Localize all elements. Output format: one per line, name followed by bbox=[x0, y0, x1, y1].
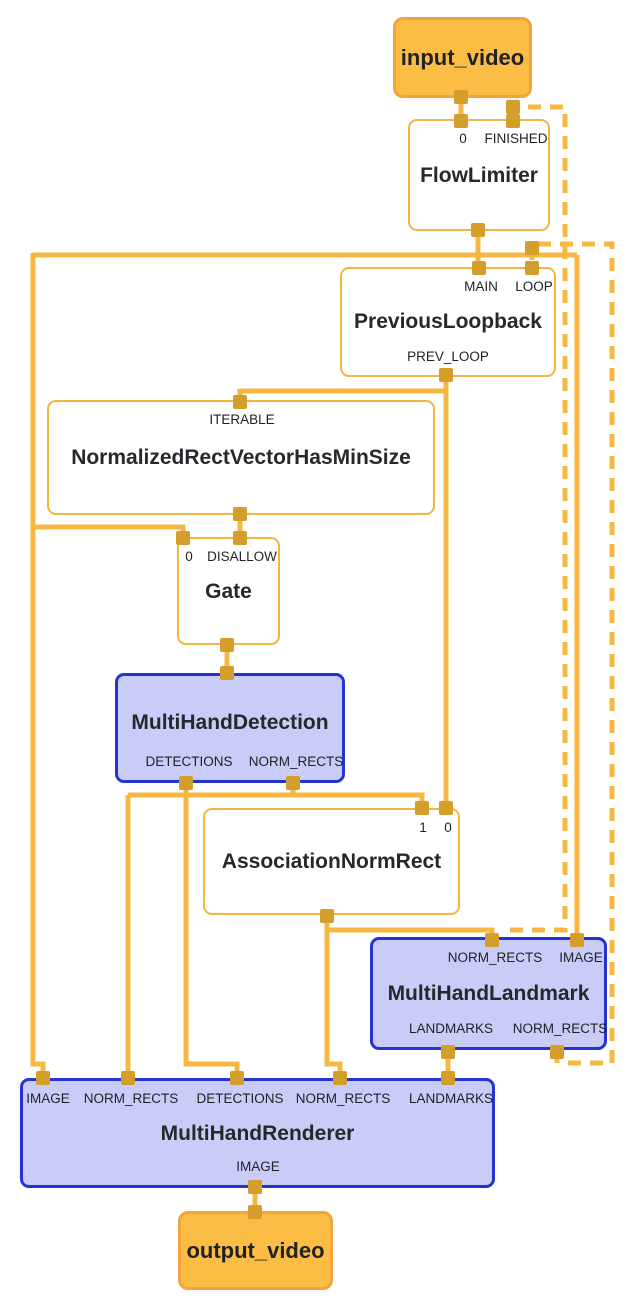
port-landmark-image-in: IMAGE bbox=[559, 950, 603, 965]
port-renderer-norm-rects-in: NORM_RECTS bbox=[83, 1091, 179, 1106]
port-loopback-prev-loop: PREV_LOOP bbox=[407, 349, 489, 364]
output-video-label: output_video bbox=[186, 1237, 325, 1263]
node-output-video[interactable]: output_video bbox=[178, 1211, 333, 1290]
node-input-video[interactable]: input_video bbox=[393, 17, 532, 98]
node-multi-hand-detection[interactable]: MultiHandDetection DETECTIONS NORM_RECTS bbox=[115, 673, 345, 783]
association-norm-rect-title: AssociationNormRect bbox=[221, 850, 442, 873]
port-gate-0: 0 bbox=[185, 549, 193, 564]
port-flow-limiter-finished: FINISHED bbox=[484, 131, 548, 146]
edge-assoc-to-renderer-norm-rects bbox=[324, 915, 343, 1078]
node-gate[interactable]: 0 DISALLOW Gate bbox=[177, 537, 280, 645]
port-renderer-image-in: IMAGE bbox=[26, 1091, 70, 1106]
multi-hand-detection-title: MultiHandDetection bbox=[131, 711, 329, 734]
port-min-size-iterable: ITERABLE bbox=[209, 412, 275, 427]
port-flow-limiter-0: 0 bbox=[459, 131, 467, 146]
node-association-norm-rect[interactable]: 1 0 AssociationNormRect bbox=[203, 808, 460, 915]
port-renderer-landmarks-in: LANDMARKS bbox=[408, 1091, 494, 1106]
input-video-label: input_video bbox=[400, 44, 525, 70]
min-size-title: NormalizedRectVectorHasMinSize bbox=[71, 446, 411, 469]
edge-throttled-to-gate-0 bbox=[33, 524, 186, 538]
port-connector bbox=[525, 241, 539, 255]
edge-throttled-to-renderer-image bbox=[30, 253, 46, 1078]
port-landmark-norm-rects-in: NORM_RECTS bbox=[447, 950, 543, 965]
port-loopback-loop: LOOP bbox=[515, 279, 553, 294]
gate-title: Gate bbox=[205, 580, 252, 603]
node-multi-hand-renderer[interactable]: IMAGE NORM_RECTS DETECTIONS NORM_RECTS L… bbox=[20, 1078, 495, 1188]
previous-loopback-title: PreviousLoopback bbox=[354, 310, 542, 333]
port-renderer-norm-rects2-in: NORM_RECTS bbox=[295, 1091, 391, 1106]
port-renderer-image-out: IMAGE bbox=[236, 1159, 280, 1174]
port-connector bbox=[506, 100, 520, 114]
flow-limiter-title: FlowLimiter bbox=[420, 164, 538, 187]
port-detection-detections: DETECTIONS bbox=[145, 754, 233, 769]
port-landmark-landmarks-out: LANDMARKS bbox=[408, 1021, 494, 1036]
node-multi-hand-landmark[interactable]: NORM_RECTS IMAGE MultiHandLandmark LANDM… bbox=[370, 937, 607, 1050]
node-flow-limiter[interactable]: 0 FINISHED FlowLimiter bbox=[408, 119, 550, 231]
node-previous-loopback[interactable]: MAIN LOOP PreviousLoopback PREV_LOOP bbox=[340, 267, 556, 377]
port-assoc-0: 0 bbox=[444, 820, 452, 835]
multi-hand-renderer-title: MultiHandRenderer bbox=[160, 1122, 355, 1145]
port-loopback-main: MAIN bbox=[464, 279, 498, 294]
port-renderer-detections-in: DETECTIONS bbox=[196, 1091, 284, 1106]
multi-hand-landmark-title: MultiHandLandmark bbox=[387, 982, 590, 1005]
port-landmark-norm-rects-out: NORM_RECTS bbox=[512, 1021, 608, 1036]
port-gate-disallow: DISALLOW bbox=[207, 549, 277, 564]
edge-norm-rects-to-assoc-1 bbox=[128, 792, 425, 808]
port-assoc-1: 1 bbox=[419, 820, 427, 835]
node-min-size[interactable]: ITERABLE NormalizedRectVectorHasMinSize bbox=[47, 400, 435, 515]
port-detection-norm-rects: NORM_RECTS bbox=[248, 754, 344, 769]
